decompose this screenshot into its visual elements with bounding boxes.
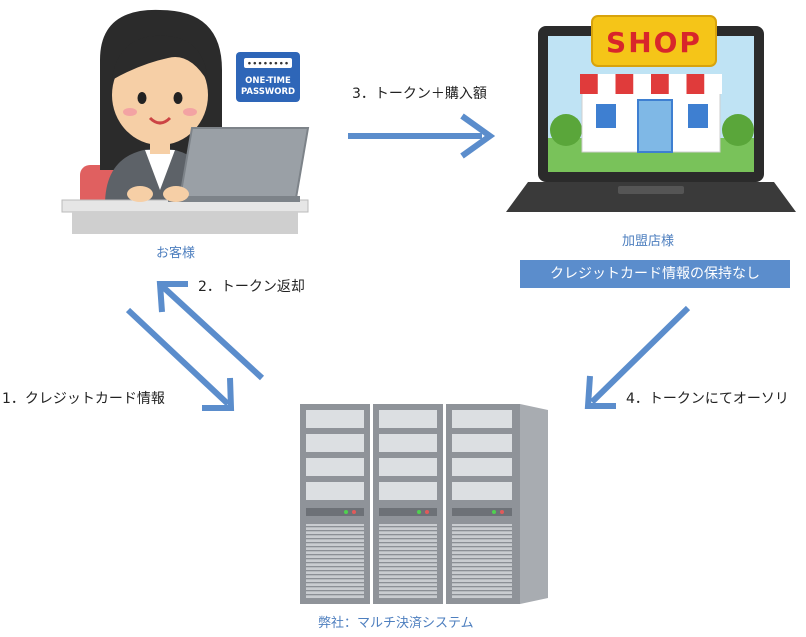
otp-line-1: ONE-TIME — [245, 76, 291, 86]
step-1-label: 1．クレジットカード情報 — [2, 391, 165, 407]
merchant-caption: 加盟店様 — [622, 234, 675, 249]
step-2-label: 2．トークン返却 — [198, 279, 305, 295]
merchant-note-badge: クレジットカード情報の保持なし — [520, 260, 790, 288]
laptop-with-shop-icon: SHOP — [506, 15, 796, 212]
server-unit-3 — [446, 404, 520, 604]
shop-sign-text: SHOP — [606, 26, 702, 59]
arrow-step-2 — [156, 281, 265, 381]
arrow-step-3 — [348, 113, 496, 159]
arrow-step-4 — [584, 305, 691, 409]
customer-caption: お客様 — [156, 246, 196, 261]
arrow-step-1 — [125, 307, 235, 411]
woman-with-laptop-icon — [61, 9, 310, 234]
otp-line-2: PASSWORD — [241, 87, 295, 97]
system-caption: 弊社：マルチ決済システム — [318, 616, 474, 631]
one-time-password-card-icon: •••••••• ONE-TIME PASSWORD — [236, 52, 300, 102]
step-4-label: 4．トークンにてオーソリ — [626, 391, 789, 407]
server-unit-2 — [373, 404, 443, 604]
server-rack-icon — [300, 404, 548, 604]
step-3-label: 3．トークン＋購入額 — [352, 86, 487, 102]
otp-code: •••••••• — [247, 60, 289, 70]
server-unit-1 — [300, 404, 370, 604]
